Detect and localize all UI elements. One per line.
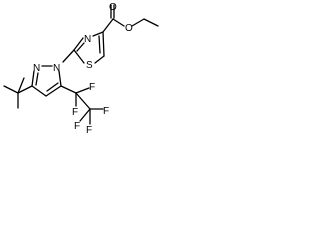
atom-f-3: F — [103, 106, 109, 117]
bond-pyrazole-c3-c4 — [31, 85, 47, 97]
bond-thiazole-c5-c4 — [102, 31, 105, 57]
bond-pyrazole-c4-c5 — [45, 85, 62, 97]
atom-o-carbonyl: O — [109, 2, 117, 13]
atom-f-4: F — [86, 125, 92, 136]
atom-n1-pyrazole: N — [53, 63, 60, 74]
bond-thiazole-n-c2-double — [76, 42, 85, 52]
bond-thiazole-c5-c4-double — [98, 35, 101, 54]
bond-ester-c-o — [112, 18, 125, 27]
bond-pyrazole-n2-c3 — [31, 70, 35, 87]
bond-pyrazole-n2-c3-double — [35, 72, 39, 86]
bond-thiazole-c4-ester-c — [102, 18, 114, 33]
bond-pyrazole-c5-n1 — [58, 70, 62, 87]
bond-ethyl-ch2-ch3 — [143, 18, 159, 27]
atom-f-1: F — [89, 82, 95, 93]
bond-tbutyl-methyl-up — [17, 77, 25, 94]
bond-thiazole-n-c2 — [73, 37, 84, 51]
atom-f-5: F — [74, 121, 80, 132]
bond-c3-tbutyl-quaternary — [17, 85, 33, 94]
chemical-structure-diagram: O O N S N N F F F F F — [3, 2, 159, 136]
bond-cf2-cf3 — [75, 92, 91, 110]
bond-pyrazole-c4-c5-double — [46, 82, 59, 92]
bond-tbutyl-methyl-left — [3, 85, 19, 94]
atom-s-thiazole: S — [86, 60, 93, 71]
bond-thiazole-s-c5 — [94, 55, 105, 64]
bond-cf2-f-upper — [75, 87, 90, 94]
bond-cf3-f-left — [79, 108, 91, 122]
bond-c5-cf2 — [60, 85, 77, 94]
atom-n2-pyrazole: N — [33, 63, 40, 74]
atom-o-ether: O — [125, 23, 133, 34]
atom-f-2: F — [72, 107, 78, 118]
atom-n-thiazole: N — [84, 34, 91, 45]
bond-thiazole-c2-s — [73, 49, 85, 64]
bond-thiazole-c4-n — [92, 31, 104, 37]
bond-o-ethyl-ch2 — [131, 18, 145, 27]
bond-thiazole-c2-pyrazole-n1 — [62, 49, 75, 63]
